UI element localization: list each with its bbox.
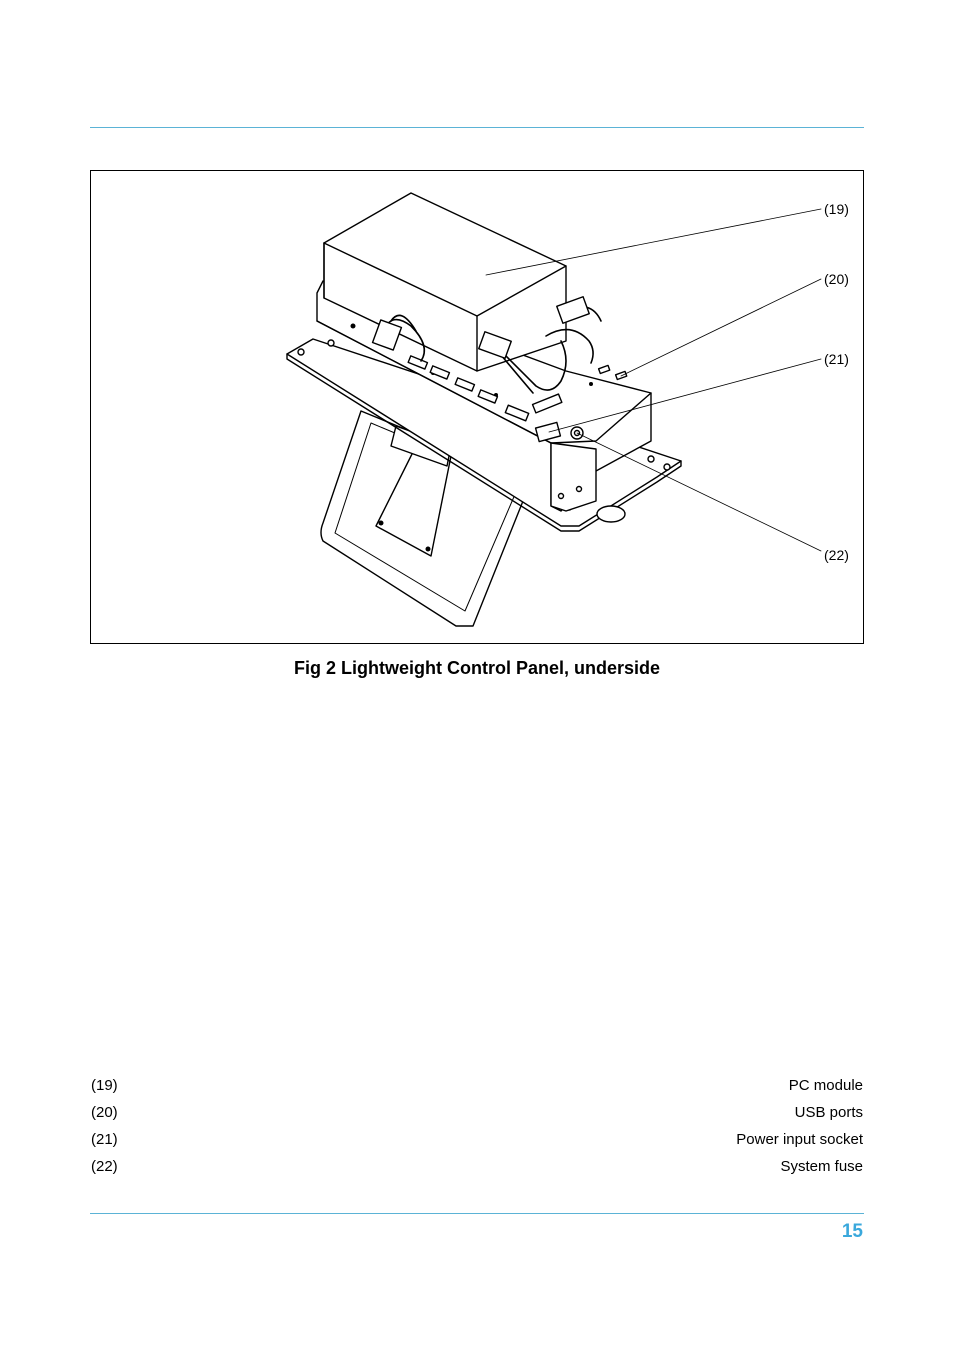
legend-number: (19) <box>91 1077 118 1094</box>
callout-21: (21) <box>824 351 849 367</box>
legend-row: (21) Power input socket <box>90 1130 864 1157</box>
legend: (19) PC module (20) USB ports (21) Power… <box>90 1076 864 1184</box>
page-number: 15 <box>841 1221 863 1242</box>
legend-row: (20) USB ports <box>90 1103 864 1130</box>
foot <box>596 505 626 523</box>
control-panel-illustration <box>286 192 822 627</box>
legend-row: (22) System fuse <box>90 1157 864 1184</box>
connector-plug <box>371 319 403 351</box>
figure-frame: (19) (20) (21) (22) <box>90 170 864 644</box>
footer-rule <box>90 1213 864 1214</box>
legend-number: (20) <box>91 1104 118 1121</box>
header-rule <box>90 127 864 128</box>
callout-22: (22) <box>824 547 849 563</box>
legend-description: USB ports <box>794 1104 863 1121</box>
connector-plug <box>556 296 590 324</box>
legend-number: (22) <box>91 1158 118 1175</box>
callout-19: (19) <box>824 201 849 217</box>
legend-number: (21) <box>91 1131 118 1148</box>
legend-row: (19) PC module <box>90 1076 864 1103</box>
legend-description: PC module <box>788 1077 863 1094</box>
callout-20: (20) <box>824 271 849 287</box>
legend-description: System fuse <box>780 1158 863 1175</box>
figure-caption: Fig 2 Lightweight Control Panel, undersi… <box>293 658 660 678</box>
connector-plug <box>478 331 512 359</box>
leader-lines <box>485 208 822 552</box>
legend-description: Power input socket <box>736 1131 863 1148</box>
